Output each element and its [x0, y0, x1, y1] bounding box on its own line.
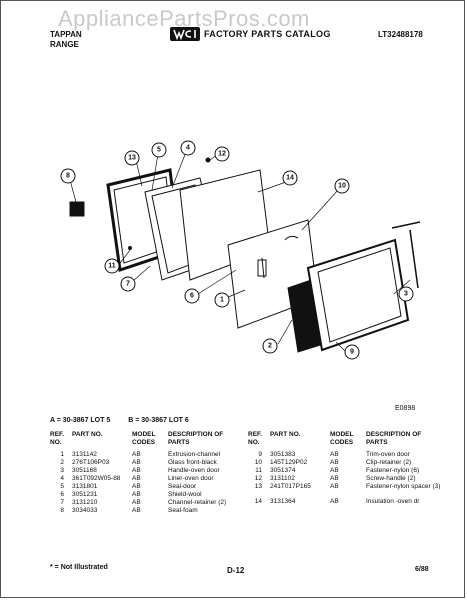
- catalog-title: FACTORY PARTS CATALOG: [204, 29, 331, 39]
- ref-cell: 1: [60, 451, 64, 458]
- ref-cell: 8: [60, 507, 64, 514]
- part-number-cell: 3051374: [270, 467, 296, 474]
- ref-cell: 12: [254, 475, 262, 482]
- description-cell: Screw-handle (2): [366, 475, 416, 482]
- part-number-cell: 3051383: [270, 451, 296, 458]
- lot-legend: A = 30-3867 LOT 5 B = 30-3867 LOT 6: [50, 417, 189, 424]
- description-cell: Insulation -oven dr: [366, 498, 420, 505]
- ref-cell: 3: [60, 467, 64, 474]
- model-code-cell: AB: [330, 451, 339, 458]
- callout-5: 5: [157, 147, 161, 154]
- description-cell: Extrusion-channel: [168, 451, 221, 458]
- description-cell: Liner-oven door: [168, 475, 214, 482]
- foam-seal-part: [69, 201, 85, 217]
- trim-frame-part: [306, 238, 410, 352]
- callout-13: 13: [128, 155, 136, 162]
- exploded-parts-diagram: 13 5 4 12 8 14 10 11 7 6 1 2 3 9: [60, 140, 421, 360]
- header-ref: REF. NO.: [50, 431, 65, 446]
- brand-line-2: RANGE: [50, 40, 79, 49]
- header-ref: REF. NO.: [248, 431, 263, 446]
- part-number-cell: 276T106P03: [72, 459, 110, 466]
- header-desc: DESCRIPTION OF PARTS: [168, 431, 224, 446]
- callout-6: 6: [190, 293, 194, 300]
- model-code-cell: AB: [132, 475, 141, 482]
- description-cell: Seal-door: [168, 483, 197, 490]
- ref-cell: 7: [60, 499, 64, 506]
- part-number-cell: 3131364: [270, 498, 296, 505]
- callout-9: 9: [350, 349, 354, 356]
- part-number-cell: 3131210: [72, 499, 98, 506]
- catalog-header: FACTORY PARTS CATALOG: [170, 27, 331, 41]
- description-cell: Trim-oven door: [366, 451, 410, 458]
- description-cell: Shield-wool: [168, 491, 202, 498]
- ref-cell: 6: [60, 491, 64, 498]
- watermark: AppliancePartsPros.com: [58, 6, 310, 31]
- lot-b: B = 30-3867 LOT 6: [128, 417, 189, 424]
- part-number-cell: 3131102: [270, 475, 295, 482]
- ref-cell: 13: [254, 483, 262, 490]
- model-code-cell: AB: [132, 459, 141, 466]
- description-cell: Clip-retainer (2): [366, 459, 412, 466]
- callout-7: 7: [126, 281, 130, 288]
- part-number-cell: 145T129P02: [270, 459, 308, 466]
- brand-block: TAPPAN RANGE: [50, 30, 82, 50]
- callout-10: 10: [338, 183, 346, 190]
- callout-4: 4: [186, 145, 190, 152]
- description-cell: Channel-retainer (2): [168, 499, 227, 506]
- model-code-cell: AB: [132, 451, 141, 458]
- model-code-cell: AB: [132, 507, 141, 514]
- model-code-cell: AB: [132, 499, 141, 506]
- model-code-cell: AB: [330, 483, 339, 490]
- model-number: LT32488178: [378, 30, 423, 39]
- wci-logo-icon: [170, 27, 200, 41]
- callout-12: 12: [218, 151, 226, 158]
- callout-3: 3: [404, 291, 408, 298]
- callout-11: 11: [108, 263, 116, 270]
- header-model: MODEL CODES: [132, 431, 156, 446]
- ref-cell: 2: [60, 459, 64, 466]
- model-code-cell: AB: [132, 483, 141, 490]
- part-number-cell: 3051231: [72, 491, 98, 498]
- model-code-cell: AB: [330, 459, 339, 466]
- model-code-cell: AB: [330, 475, 339, 482]
- ref-cell: 11: [255, 467, 262, 474]
- brand-line-1: TAPPAN: [50, 30, 82, 39]
- part-number-cell: 3051168: [72, 467, 97, 474]
- print-date: 6/88: [415, 566, 429, 573]
- description-cell: Glass front-black: [168, 459, 217, 466]
- handle-part: [391, 221, 421, 229]
- description-cell: Fastener-nylon spacer (3): [366, 483, 441, 490]
- diagram-id: E0898: [395, 405, 416, 412]
- header-model: MODEL CODES: [330, 431, 354, 446]
- part-number-cell: 3131801: [72, 483, 98, 490]
- ref-cell: 5: [60, 483, 64, 490]
- model-code-cell: AB: [330, 498, 339, 505]
- part-number-cell: 361T092W05-88: [72, 475, 121, 482]
- part-number-cell: 3131142: [72, 451, 97, 458]
- description-cell: Handle-oven door: [168, 467, 220, 474]
- part-number-cell: 241T017P165: [270, 483, 311, 490]
- ref-cell: 10: [254, 459, 262, 466]
- description-cell: Seal-foam: [168, 507, 198, 514]
- header-part: PART NO.: [270, 431, 301, 438]
- ref-cell: 4: [60, 475, 64, 482]
- header-desc: DESCRIPTION OF PARTS: [366, 431, 422, 446]
- ref-cell: 9: [258, 451, 262, 458]
- callout-2: 2: [268, 343, 272, 350]
- model-code-cell: AB: [132, 467, 141, 474]
- page-number: D-12: [227, 566, 245, 575]
- header-part: PART NO.: [72, 431, 103, 438]
- callout-1: 1: [220, 297, 224, 304]
- ref-cell: 14: [254, 498, 262, 505]
- part-number-cell: 3034033: [72, 507, 98, 514]
- model-code-cell: AB: [330, 467, 339, 474]
- model-code-cell: AB: [132, 491, 141, 498]
- callout-8: 8: [66, 173, 70, 180]
- callout-14: 14: [286, 175, 294, 182]
- lot-a: A = 30-3867 LOT 5: [50, 417, 111, 424]
- not-illustrated-note: * = Not Illustrated: [50, 564, 108, 571]
- description-cell: Fastener-nylon (6): [366, 467, 420, 474]
